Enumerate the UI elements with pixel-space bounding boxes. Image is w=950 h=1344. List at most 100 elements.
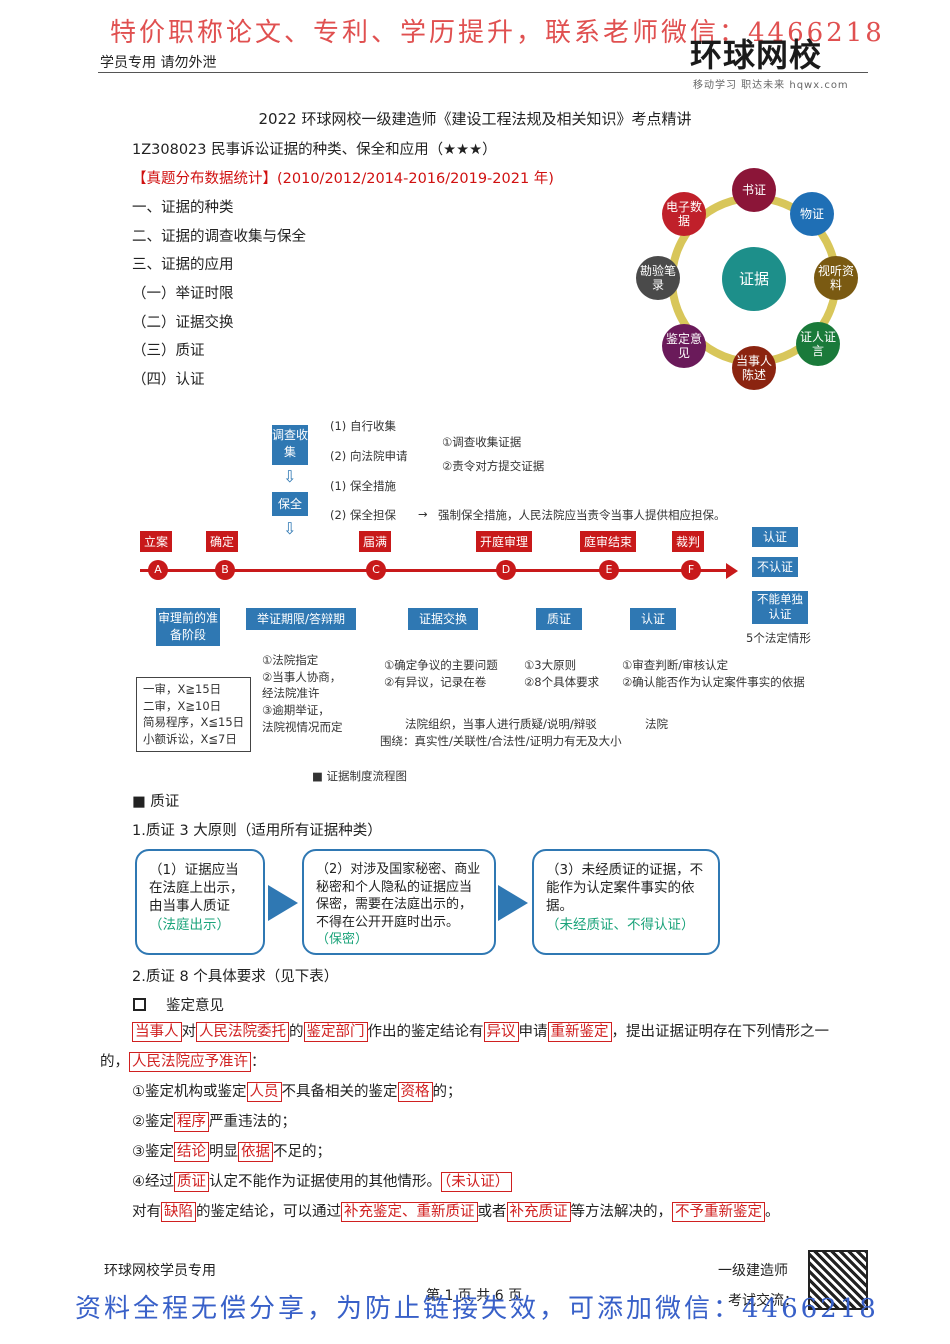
highlight: 补充质证 xyxy=(506,1202,571,1222)
arrow-right-icon xyxy=(726,563,738,579)
wheel-node: 电子数据 xyxy=(662,192,706,236)
time-limits-box: 一审，X≧15日 二审，X≧10日 简易程序，X≦15日 小额诉讼，X≦7日 xyxy=(136,677,252,752)
note-line: ①法院指定 xyxy=(262,653,319,667)
wheel-node: 物证 xyxy=(790,192,834,236)
cross-notes: ①3大原则 ②8个具体要求 xyxy=(524,657,599,690)
note-line: ①确定争议的主要问题 xyxy=(384,658,498,672)
note-line: 一审，X≧15日 xyxy=(143,682,222,696)
bottom-note: 围绕：真实性/关联性/合法性/证明力有无及大小 xyxy=(380,734,622,748)
item-2: ②鉴定程序严重违法的； xyxy=(132,1112,296,1134)
wheel-node: 书证 xyxy=(732,168,776,212)
note-line: ②确认能否作为认定案件事实的依据 xyxy=(622,674,805,689)
bottom-note: 法院 xyxy=(645,717,668,731)
brand-logo: 环球网校 xyxy=(690,36,823,74)
page-number: 第 1 页 共 6 页 xyxy=(426,1288,523,1304)
brand-slogan: 移动学习 职达未来 hqwx.com xyxy=(693,80,849,91)
note-line: 二审，X≧10日 xyxy=(143,698,222,713)
outline-item: （二）证据交换 xyxy=(132,315,234,331)
principle-tag: （保密） xyxy=(316,932,369,948)
wheel-node: 视听资料 xyxy=(814,256,858,300)
highlight: （未认证） xyxy=(441,1172,513,1192)
footer-left: 环球网校学员专用 xyxy=(104,1263,216,1279)
outline-item: （四）认证 xyxy=(132,372,205,388)
note-line: ②当事人协商， xyxy=(262,669,342,684)
note-line: 经法院准许 xyxy=(262,686,320,701)
header-rule xyxy=(98,72,868,73)
pres-item: (2) 保全担保 xyxy=(330,508,396,522)
down-arrow-icon: ⇩ xyxy=(283,467,297,486)
stage-marker: F xyxy=(681,560,701,580)
text: ： xyxy=(251,1054,266,1070)
text: 的， xyxy=(100,1054,129,1070)
text: ①鉴定机构或鉴定 xyxy=(132,1084,247,1100)
highlight: 人员 xyxy=(246,1082,282,1102)
stage-label: 庭审结束 xyxy=(580,531,637,552)
stage-label: 裁判 xyxy=(672,531,705,552)
outcome-note: 5个法定情形 xyxy=(746,631,811,645)
stage-marker: C xyxy=(366,560,386,580)
footer-right: 考试交流： xyxy=(728,1293,798,1309)
stage-label: 开庭审理 xyxy=(476,531,533,552)
note-line: 简易程序，X≦15日 xyxy=(143,715,245,730)
qr-code-icon xyxy=(808,1250,868,1310)
outcome-box: 不能单独认证 xyxy=(752,591,808,624)
para2: 对有缺陷的鉴定结论，可以通过补充鉴定、重新质证或者补充质证等方法解决的，不予重新… xyxy=(132,1202,780,1224)
highlight: 结论 xyxy=(174,1142,209,1162)
text: 作出的鉴定结论有 xyxy=(367,1024,484,1040)
principle-tag: （法庭出示） xyxy=(149,916,230,933)
text: ③鉴定 xyxy=(132,1144,174,1160)
note-line: ②8个具体要求 xyxy=(524,674,600,689)
text: 的鉴定结论，可以通过 xyxy=(196,1204,341,1220)
phase-box: 证据交换 xyxy=(408,608,478,630)
stage-label: 确定 xyxy=(206,531,239,552)
wheel-node: 鉴定意见 xyxy=(662,324,706,368)
pres-note: 强制保全措施，人民法院应当责令当事人提供相应担保。 xyxy=(438,508,726,522)
text: 的； xyxy=(432,1084,462,1100)
header-notice: 学员专用 请勿外泄 xyxy=(100,55,217,71)
highlight: 当事人 xyxy=(132,1022,182,1042)
watermark-bottom: 资料全程无偿分享，为防止链接失效，可添加微信：4466218 xyxy=(75,1294,879,1324)
text: ④经过 xyxy=(132,1174,174,1190)
recog-notes: ①审查判断/审核认定 ②确认能否作为认定案件事实的依据 xyxy=(622,657,805,690)
watermark-top: 特价职称论文、专利、学历提升，联系老师微信：4466218 xyxy=(110,18,885,48)
text: 或者 xyxy=(477,1204,507,1220)
text: 申请 xyxy=(518,1024,548,1040)
highlight: 人民法院委托 xyxy=(196,1022,289,1042)
principle-tag: （未经质证、不得认证） xyxy=(546,916,695,933)
outline-item: 三、证据的应用 xyxy=(132,257,234,273)
note-line: ①审查判断/审核认定 xyxy=(622,658,729,672)
arrow-right-icon xyxy=(498,885,528,921)
text: 对 xyxy=(181,1024,197,1040)
inv-item: (1) 自行收集 xyxy=(330,419,396,433)
wheel-node: 当事人陈述 xyxy=(732,346,776,390)
highlight: 人民法院应予准许 xyxy=(129,1052,251,1072)
text: 不足的； xyxy=(273,1144,331,1160)
note-line: 法院视情况而定 xyxy=(262,719,343,734)
text: 的 xyxy=(289,1024,304,1040)
stage-label: 立案 xyxy=(140,531,173,552)
stage-marker: D xyxy=(496,560,516,580)
arrow-right-icon: → xyxy=(418,507,428,521)
text: 对有 xyxy=(132,1204,161,1220)
text: 不具备相关的鉴定 xyxy=(281,1084,398,1100)
highlight: 资格 xyxy=(397,1082,433,1102)
principle-text: （1）证据应当在法庭上出示，由当事人质证 xyxy=(149,862,244,915)
inv-sub: ②责令对方提交证据 xyxy=(442,459,545,473)
pres-item: (1) 保全措施 xyxy=(330,479,396,493)
text: 等方法解决的， xyxy=(570,1204,673,1220)
checkbox-square-icon xyxy=(133,998,146,1011)
stage-label: 届满 xyxy=(359,531,392,552)
item-3: ③鉴定结论明显依据不足的； xyxy=(132,1142,331,1164)
highlight: 补充鉴定、重新质证 xyxy=(341,1202,478,1222)
exchange-notes: ①确定争议的主要问题 ②有异议，记录在卷 xyxy=(384,657,498,690)
stage-marker: B xyxy=(215,560,235,580)
item-4: ④经过质证认定不能作为证据使用的其他情形。（未认证） xyxy=(132,1172,513,1194)
stage-marker: A xyxy=(148,560,168,580)
para1b: 的，人民法院应予准许： xyxy=(100,1052,266,1074)
down-arrow-icon: ⇩ xyxy=(283,519,297,538)
wheel-center: 证据 xyxy=(722,247,786,311)
flow-investigate: 调查收集 xyxy=(272,425,308,465)
highlight: 依据 xyxy=(238,1142,273,1162)
stage-marker: E xyxy=(599,560,619,580)
timeline-axis xyxy=(140,569,730,572)
